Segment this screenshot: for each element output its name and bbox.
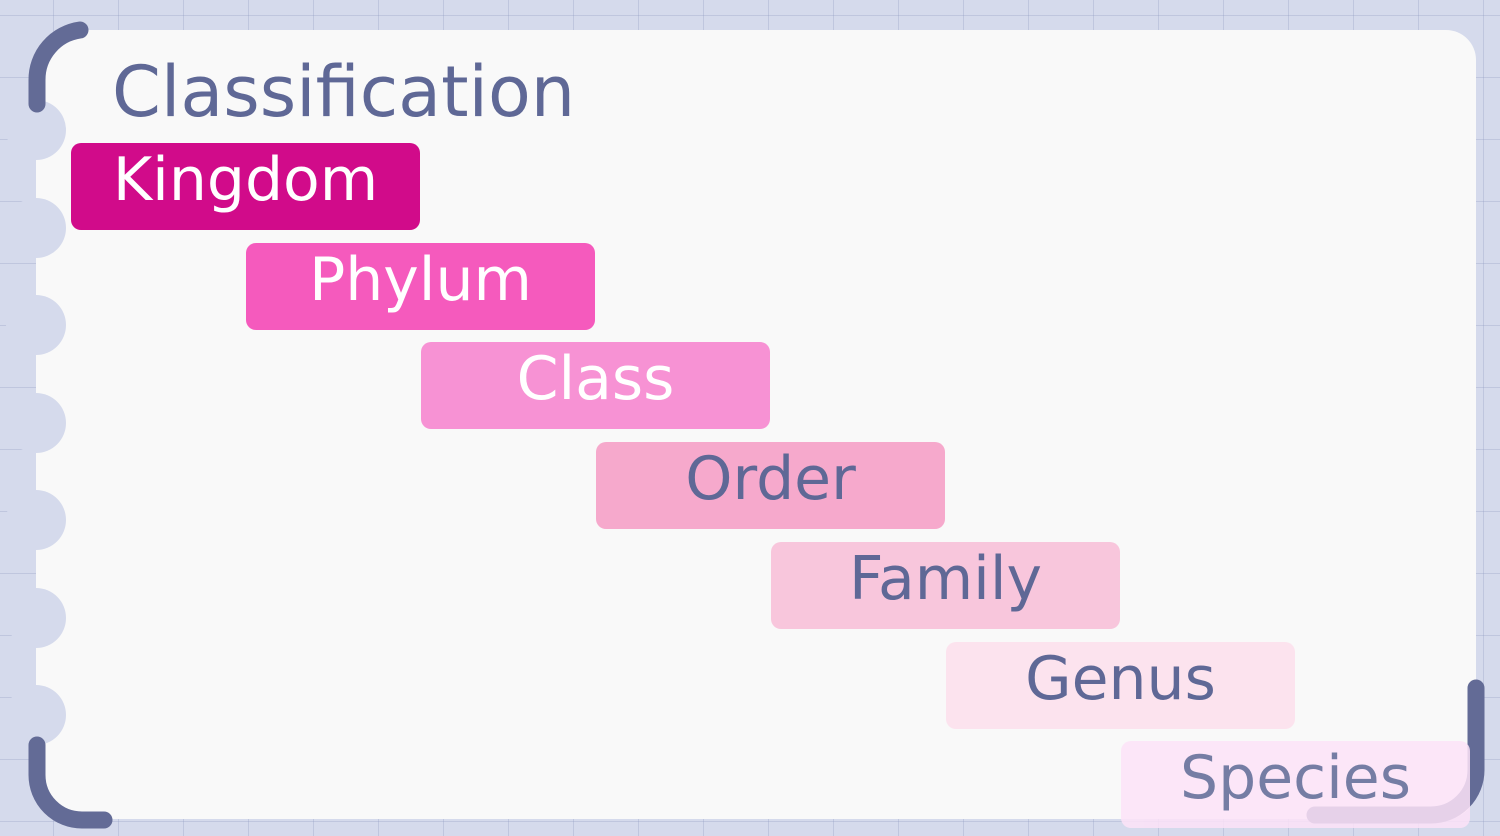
level-genus: Genus	[946, 641, 1295, 729]
binder-hole	[6, 588, 66, 648]
level-family: Family	[771, 541, 1120, 629]
binder-hole	[6, 198, 66, 258]
level-class: Class	[421, 342, 770, 430]
page-title: Classification	[112, 51, 576, 133]
binder-hole	[6, 490, 66, 550]
binder-hole	[6, 393, 66, 453]
binder-hole	[6, 100, 66, 160]
level-species: Species	[1121, 741, 1470, 829]
binder-hole	[6, 295, 66, 355]
level-order: Order	[596, 442, 945, 530]
binder-hole	[6, 685, 66, 745]
level-kingdom: Kingdom	[71, 143, 420, 230]
level-phylum: Phylum	[246, 242, 595, 330]
